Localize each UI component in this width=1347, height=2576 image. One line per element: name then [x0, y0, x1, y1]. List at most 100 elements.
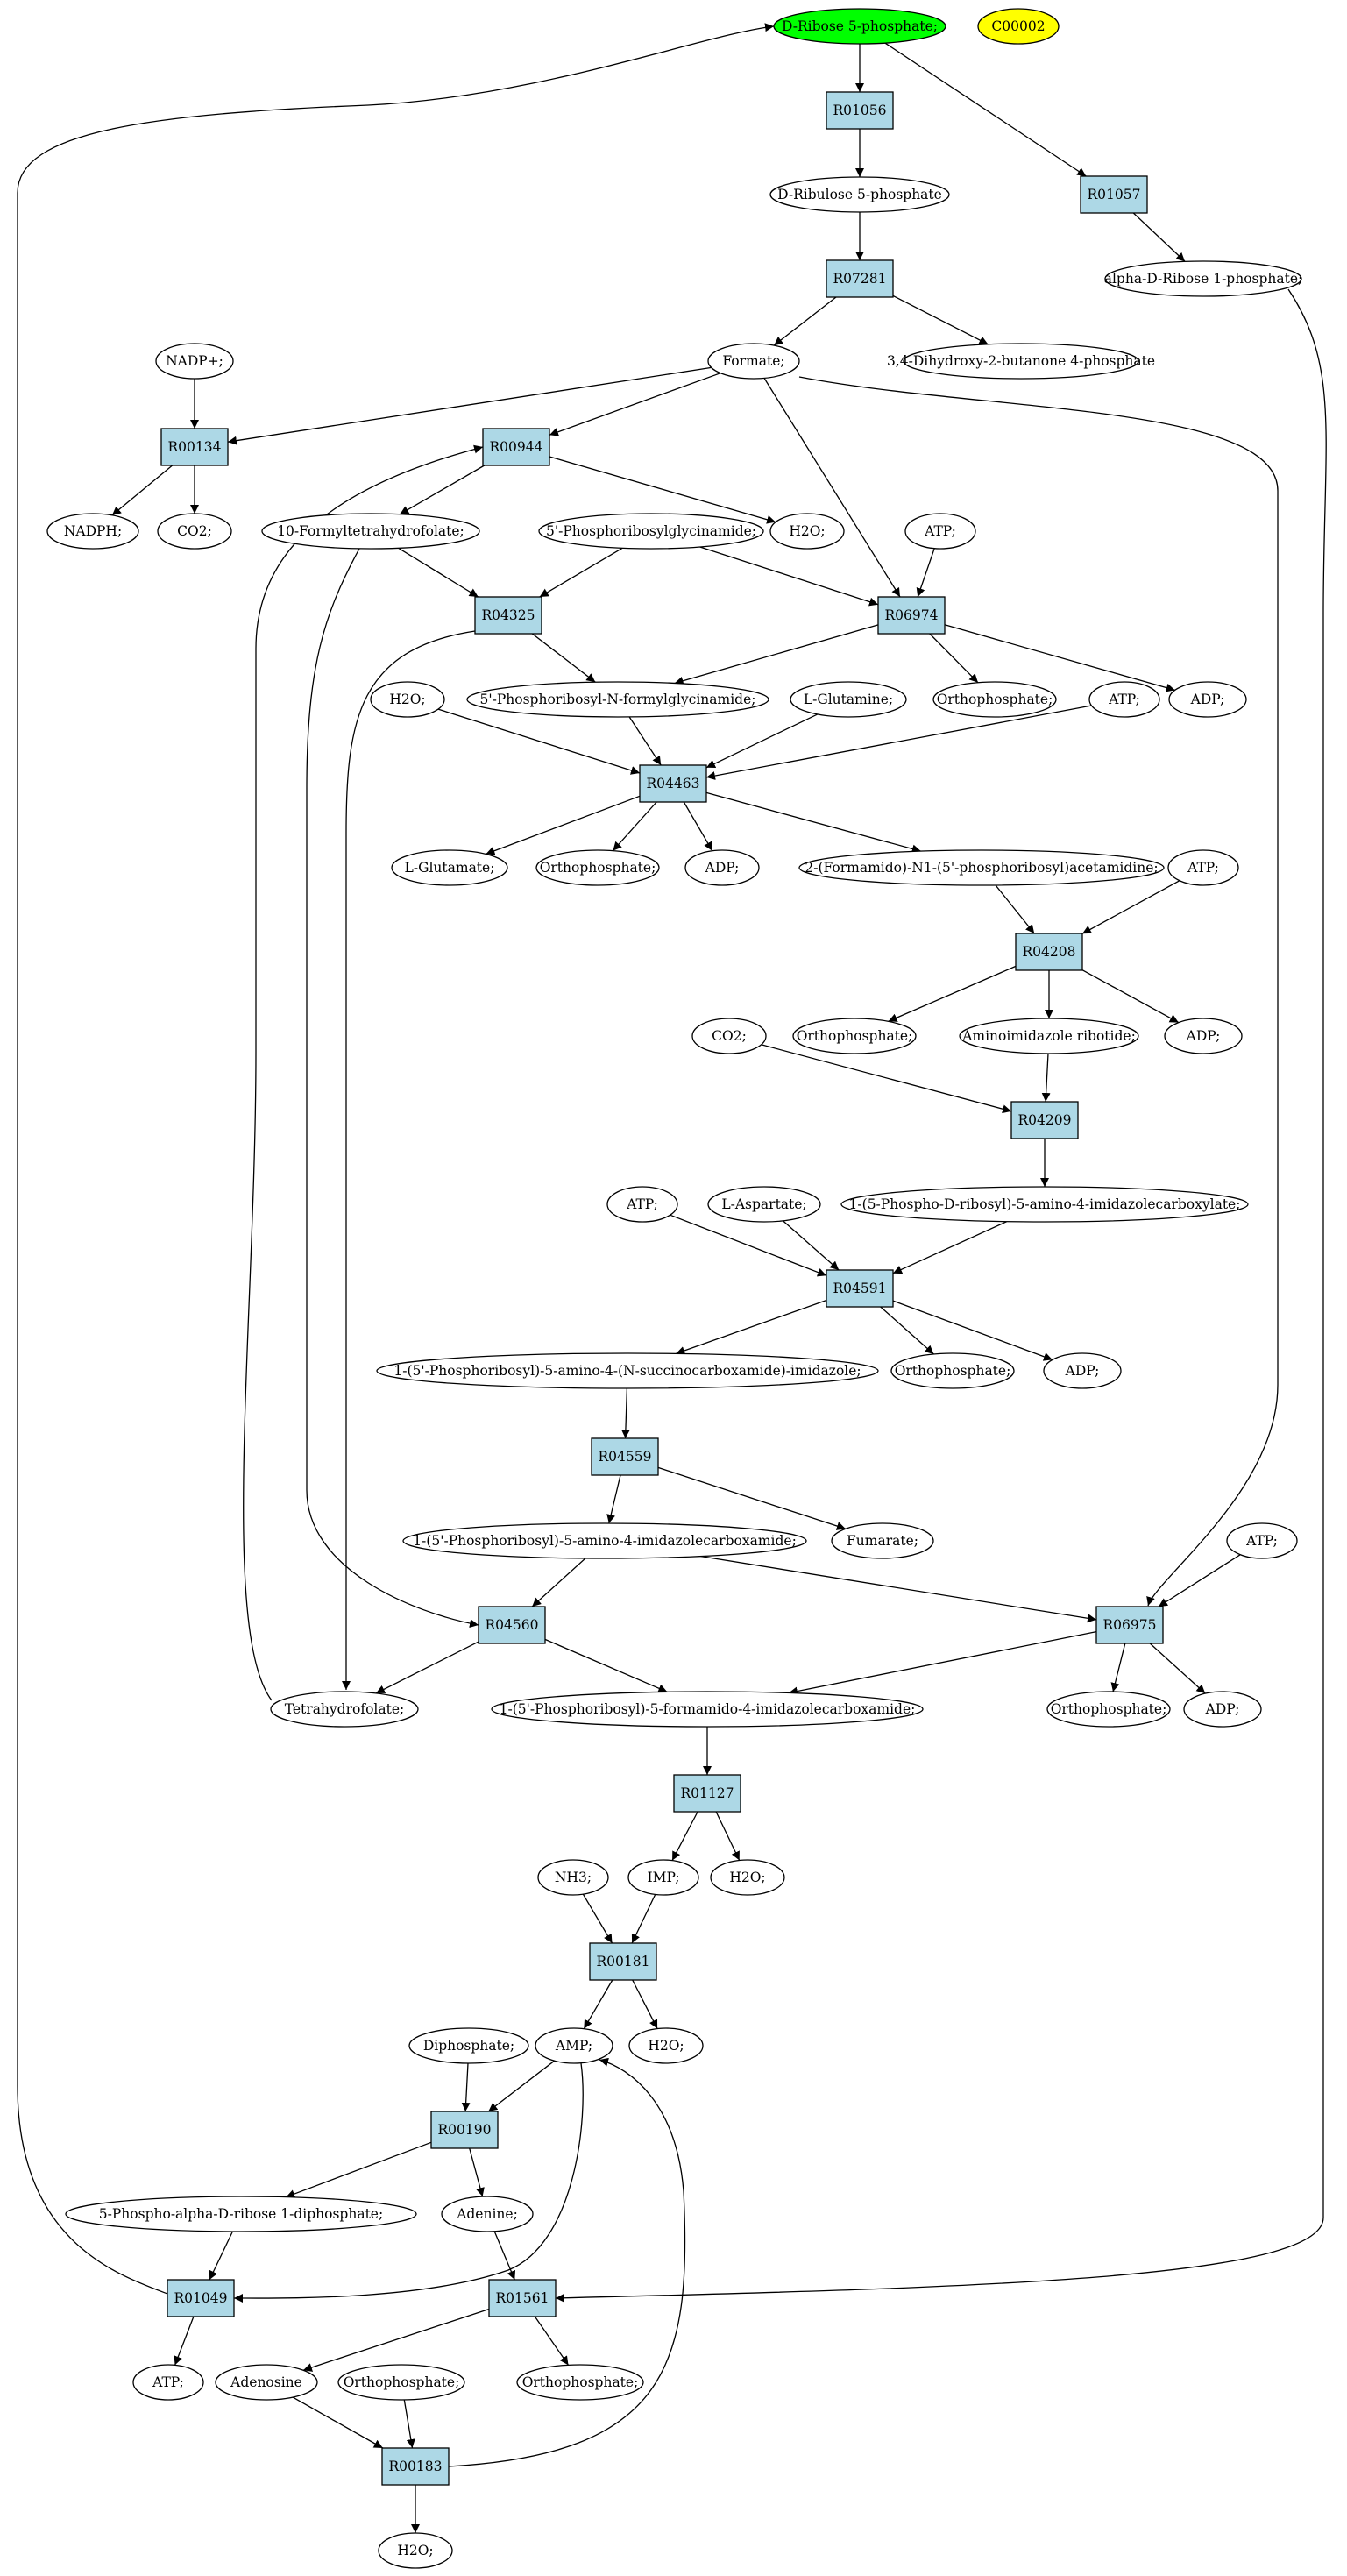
compound-formate[interactable]: Formate;: [707, 343, 800, 380]
compound-h2o_d[interactable]: H2O;: [628, 2027, 704, 2064]
compound-ade[interactable]: Adenine;: [441, 2196, 534, 2232]
compound-dhbp[interactable]: 3,4-Dihydroxy-2-butanone 4-phosphate: [887, 343, 1155, 380]
compound-imp[interactable]: IMP;: [627, 1859, 699, 1896]
compound-c00002[interactable]: C00002: [977, 8, 1060, 45]
compound-air[interactable]: Aminoimidazole ribotide;: [959, 1018, 1139, 1054]
compound-h2o_a[interactable]: H2O;: [769, 513, 845, 550]
compound-shape: [1046, 1691, 1171, 1728]
compound-opi_e[interactable]: Orthophosphate;: [1046, 1691, 1171, 1728]
reaction-r04559[interactable]: R04559: [591, 1437, 659, 1476]
compound-prg[interactable]: 5'-Phosphoribosylglycinamide;: [538, 513, 764, 550]
compound-shape: [1043, 1352, 1122, 1389]
compound-shape: [684, 849, 760, 886]
compound-dr5p[interactable]: D-Ribose 5-phosphate;: [773, 8, 946, 45]
compound-atp_a[interactable]: ATP;: [904, 513, 976, 550]
reaction-r00944[interactable]: R00944: [482, 428, 550, 466]
reaction-r04208[interactable]: R04208: [1015, 933, 1083, 971]
compound-label: H2O;: [648, 2038, 684, 2054]
compound-label: alpha-D-Ribose 1-phosphate;: [1104, 271, 1303, 287]
compound-prfg[interactable]: 5'-Phosphoribosyl-N-formylglycinamide;: [466, 681, 769, 718]
compound-adp_e[interactable]: ADP;: [1183, 1691, 1262, 1728]
compound-label: 1-(5'-Phosphoribosyl)-5-formamido-4-imid…: [500, 1701, 916, 1717]
compound-fpam[interactable]: 2-(Formamido)-N1-(5'-phosphoribosyl)acet…: [798, 849, 1165, 886]
compound-label: 5'-Phosphoribosylglycinamide;: [546, 523, 756, 539]
compound-atp_d[interactable]: ATP;: [606, 1186, 678, 1223]
reaction-label: R06974: [885, 607, 939, 623]
compound-opi_d[interactable]: Orthophosphate;: [890, 1352, 1015, 1389]
reaction-r00134[interactable]: R00134: [160, 428, 229, 466]
compound-amp[interactable]: AMP;: [535, 2027, 613, 2064]
reaction-r01056[interactable]: R01056: [826, 91, 894, 130]
reaction-r00190[interactable]: R00190: [430, 2111, 499, 2149]
compound-adp_a[interactable]: ADP;: [1168, 681, 1247, 718]
reaction-box: [826, 1269, 894, 1308]
reaction-r07281[interactable]: R07281: [826, 259, 894, 298]
reaction-r01049[interactable]: R01049: [167, 2279, 235, 2317]
compound-shape: [691, 1018, 767, 1054]
compound-shape: [535, 849, 660, 886]
compound-atp_b[interactable]: ATP;: [1088, 681, 1160, 718]
reaction-label: R04325: [482, 607, 535, 623]
reaction-r01057[interactable]: R01057: [1080, 175, 1148, 214]
reaction-label: R01561: [496, 2290, 549, 2306]
compound-label: ATP;: [1108, 692, 1140, 707]
compound-label: 2-(Formamido)-N1-(5'-phosphoribosyl)acet…: [805, 860, 1158, 876]
compound-adp_c[interactable]: ADP;: [1164, 1018, 1243, 1054]
compound-h2o_c[interactable]: H2O;: [710, 1859, 785, 1896]
reaction-r01561[interactable]: R01561: [488, 2279, 557, 2317]
compound-gln[interactable]: L-Glutamine;: [790, 681, 907, 718]
reaction-r06974[interactable]: R06974: [877, 596, 946, 635]
compound-label: Aminoimidazole ribotide;: [961, 1028, 1136, 1044]
edge-r04325-to-thf: [342, 630, 476, 1690]
compound-opi_b[interactable]: Orthophosphate;: [535, 849, 660, 886]
compound-adp_d[interactable]: ADP;: [1043, 1352, 1122, 1389]
compound-ado[interactable]: Adenosine: [215, 2364, 318, 2401]
compound-thf[interactable]: Tetrahydrofolate;: [270, 1691, 419, 1728]
compound-opi_c[interactable]: Orthophosphate;: [792, 1018, 917, 1054]
compound-aicar[interactable]: 1-(5'-Phosphoribosyl)-5-amino-4-imidazol…: [402, 1522, 807, 1559]
compound-co2_b[interactable]: CO2;: [691, 1018, 767, 1054]
compound-fum[interactable]: Fumarate;: [831, 1522, 934, 1559]
reaction-r01127[interactable]: R01127: [673, 1774, 741, 1813]
compound-nh3[interactable]: NH3;: [537, 1859, 609, 1896]
compound-nadph[interactable]: NADPH;: [46, 513, 139, 550]
compound-opi_f[interactable]: Orthophosphate;: [337, 2364, 465, 2401]
edge-r04591-to-opi_d: [880, 1306, 934, 1355]
compound-cair[interactable]: 1-(5-Phospho-D-ribosyl)-5-amino-4-imidaz…: [840, 1186, 1249, 1223]
compound-atp_e[interactable]: ATP;: [1226, 1522, 1298, 1559]
compound-h2o_e[interactable]: H2O;: [378, 2532, 453, 2569]
reaction-r04463[interactable]: R04463: [639, 764, 707, 803]
compound-adr1p[interactable]: alpha-D-Ribose 1-phosphate;: [1104, 260, 1303, 297]
reaction-label: R04208: [1023, 944, 1076, 960]
compound-asp[interactable]: L-Aspartate;: [707, 1186, 821, 1223]
compound-diph[interactable]: Diphosphate;: [408, 2027, 529, 2064]
compound-glu[interactable]: L-Glutamate;: [391, 849, 508, 886]
reaction-r04560[interactable]: R04560: [478, 1606, 546, 1644]
compound-fthf[interactable]: 10-Formyltetrahydrofolate;: [261, 513, 480, 550]
edge-r04463-to-glu: [486, 795, 641, 855]
compound-prpp[interactable]: 5-Phospho-alpha-D-ribose 1-diphosphate;: [65, 2196, 417, 2232]
compound-nadp[interactable]: NADP+;: [155, 343, 234, 380]
edge-layer: [17, 23, 1327, 2533]
reaction-r00181[interactable]: R00181: [589, 1942, 657, 1981]
compound-dru5p[interactable]: D-Ribulose 5-phosphate: [769, 176, 950, 213]
compound-opi_g[interactable]: Orthophosphate;: [516, 2364, 644, 2401]
edge-r04463-to-opi_b: [612, 801, 657, 852]
edge-r00183-to-amp: [448, 2057, 686, 2467]
compound-atp_c[interactable]: ATP;: [1167, 849, 1239, 886]
reaction-r04209[interactable]: R04209: [1010, 1101, 1079, 1139]
reaction-r04325[interactable]: R04325: [474, 596, 542, 635]
reaction-label: R00190: [438, 2122, 492, 2138]
compound-co2_a[interactable]: CO2;: [157, 513, 232, 550]
compound-adp_b[interactable]: ADP;: [684, 849, 760, 886]
reaction-r04591[interactable]: R04591: [826, 1269, 894, 1308]
reaction-r00183[interactable]: R00183: [381, 2447, 450, 2486]
compound-opi_a[interactable]: Orthophosphate;: [932, 681, 1057, 718]
compound-atp_f[interactable]: ATP;: [132, 2364, 204, 2401]
compound-faicar[interactable]: 1-(5'-Phosphoribosyl)-5-formamido-4-imid…: [491, 1691, 924, 1728]
compound-shape: [1183, 1691, 1262, 1728]
reaction-r06975[interactable]: R06975: [1095, 1606, 1164, 1644]
compound-h2o_b[interactable]: H2O;: [370, 681, 445, 718]
compound-saicar[interactable]: 1-(5'-Phosphoribosyl)-5-amino-4-(N-succi…: [376, 1352, 879, 1389]
